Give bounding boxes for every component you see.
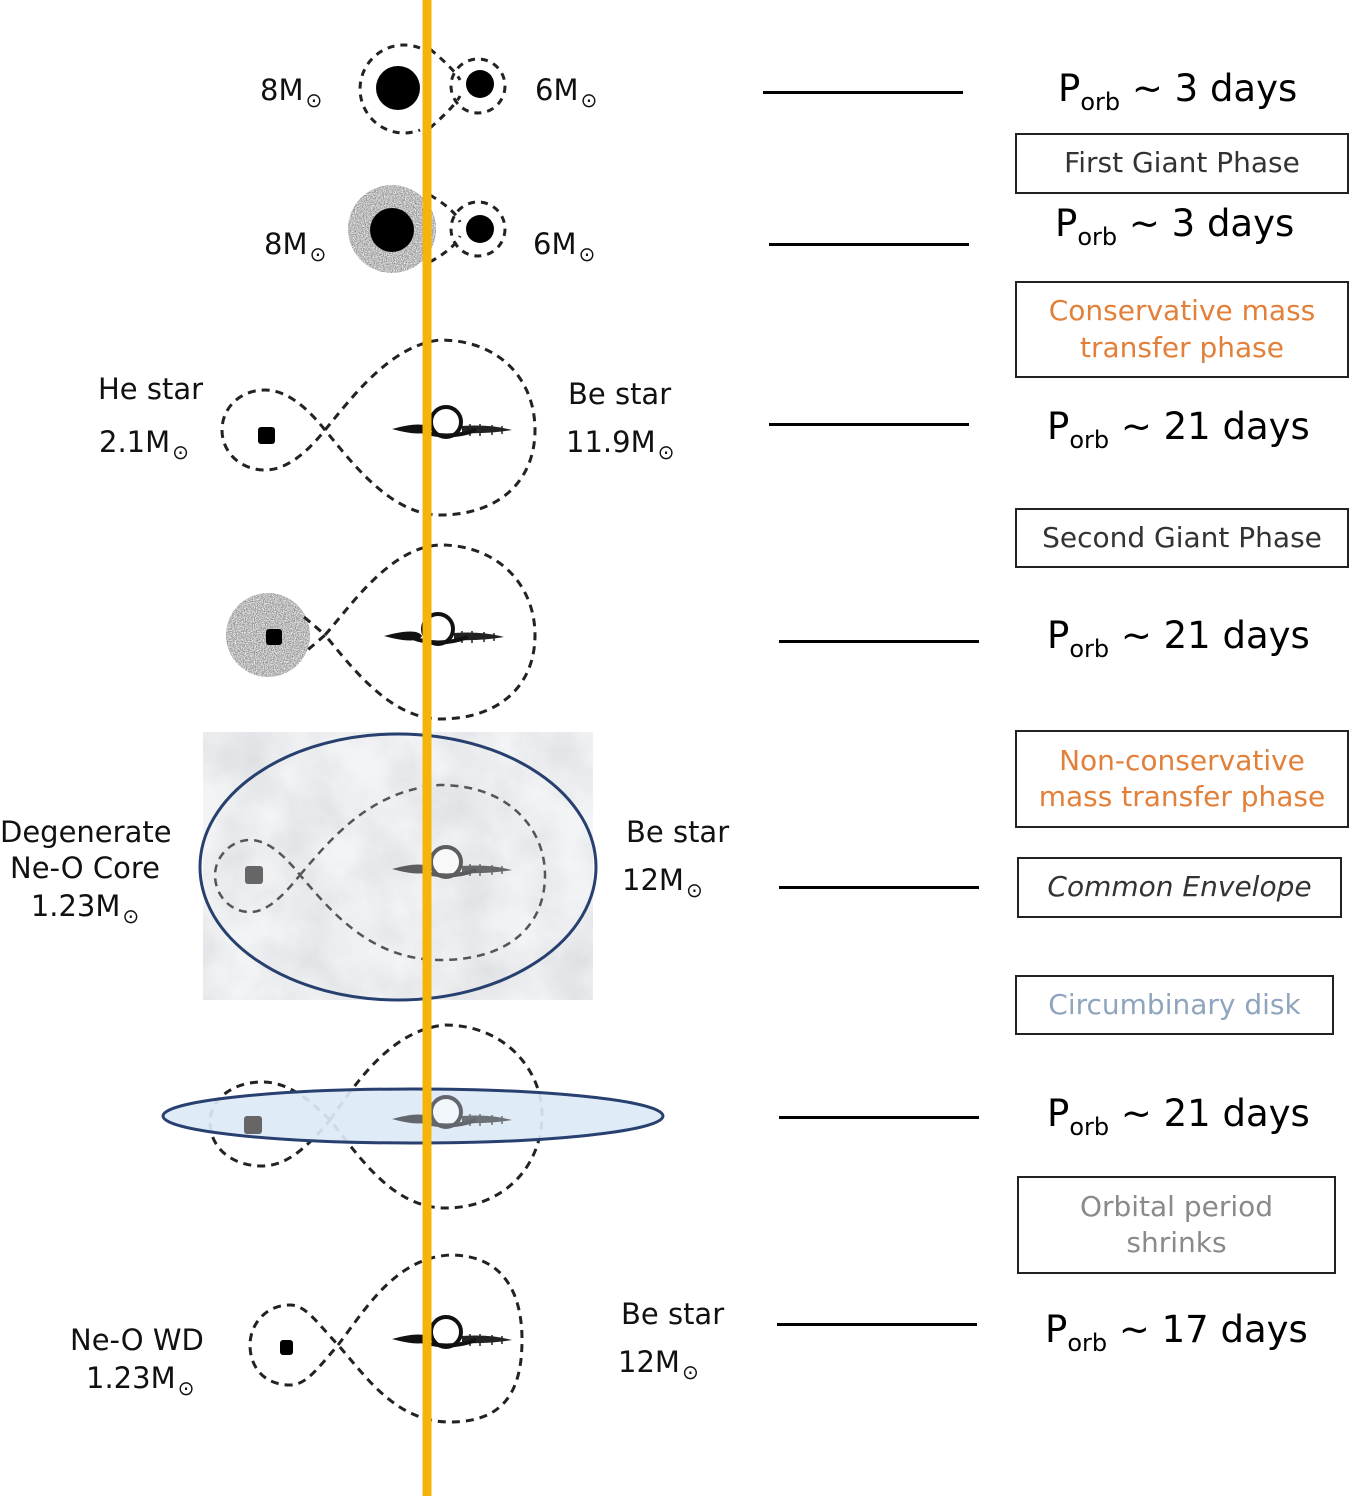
stage-1-primary-mass: 8M⊙ (260, 73, 323, 112)
stage-1-porb: Porb ~ 3 days (1058, 67, 1298, 116)
secondary-star (466, 70, 494, 98)
stage-5-tick (779, 886, 979, 889)
stage-7-be-star-mass: 12M⊙ (618, 1345, 699, 1384)
stage-6-circumbinary-disk (161, 1023, 665, 1210)
stage-5-be-star-name: Be star (626, 815, 730, 849)
stage-7-porb: Porb ~ 17 days (1045, 1308, 1308, 1357)
roche-lobe-figure-eight (220, 338, 537, 517)
white-dwarf (280, 1340, 293, 1355)
stage-2-binary (348, 185, 507, 273)
stage-2-porb: Porb ~ 3 days (1055, 202, 1295, 251)
stage-6-porb: Porb ~ 21 days (1047, 1092, 1310, 1141)
roche-lobe-primary (358, 43, 421, 135)
common-envelope-box: Common Envelope (1017, 857, 1342, 918)
stage-1-binary (358, 43, 507, 135)
stage-2-secondary-mass: 6M⊙ (533, 227, 596, 266)
envelope-ellipse (198, 732, 598, 1002)
stage-7-binary (248, 1253, 524, 1424)
stage-3-binary (220, 338, 537, 517)
stage-2-primary-mass: 8M⊙ (264, 227, 327, 266)
stage-7-be-star-name: Be star (621, 1297, 725, 1331)
circumbinary-disk-box: Circumbinary disk (1015, 975, 1334, 1035)
be-star-disk (390, 405, 514, 439)
orbital-period-shrinks-box: Orbital period shrinks (1017, 1176, 1336, 1274)
non-conservative-phase-box: Non-conservative mass transfer phase (1015, 730, 1349, 828)
stage-1-secondary-mass: 6M⊙ (535, 73, 598, 112)
stage-3-tick (769, 423, 969, 426)
stage-3-be-star-mass: 11.9M⊙ (566, 425, 675, 464)
stage-3-he-star-name: He star (98, 372, 204, 406)
stage-3-porb: Porb ~ 21 days (1047, 405, 1310, 454)
stage-5-be-star-mass: 12M⊙ (622, 863, 703, 902)
stage-4-binary (226, 543, 537, 721)
stage-7-wd-name: Ne-O WD (70, 1323, 204, 1357)
he-star (258, 427, 275, 444)
stage-3-he-star-mass: 2.1M⊙ (99, 425, 189, 464)
stage-4-porb: Porb ~ 21 days (1047, 614, 1310, 663)
stage-5-core-mass: 1.23M⊙ (30, 889, 140, 928)
stage-5-core-name: Degenerate Ne-O Core (0, 815, 172, 886)
primary-star (376, 66, 420, 110)
stage-4-tick (779, 640, 979, 643)
stage-1-tick (763, 91, 963, 94)
stage-7-wd-mass: 1.23M⊙ (86, 1361, 195, 1400)
stage-6-tick (779, 1116, 979, 1119)
roche-lobe-secondary (449, 57, 507, 115)
stage-3-be-star-name: Be star (568, 377, 672, 411)
stage-5-common-envelope (198, 732, 598, 1002)
second-giant-phase-box: Second Giant Phase (1015, 508, 1349, 568)
conservative-phase-box: Conservative mass transfer phase (1015, 281, 1349, 378)
first-giant-phase-box: First Giant Phase (1015, 133, 1349, 194)
stage-7-tick (777, 1323, 977, 1326)
stage-2-tick (769, 243, 969, 246)
